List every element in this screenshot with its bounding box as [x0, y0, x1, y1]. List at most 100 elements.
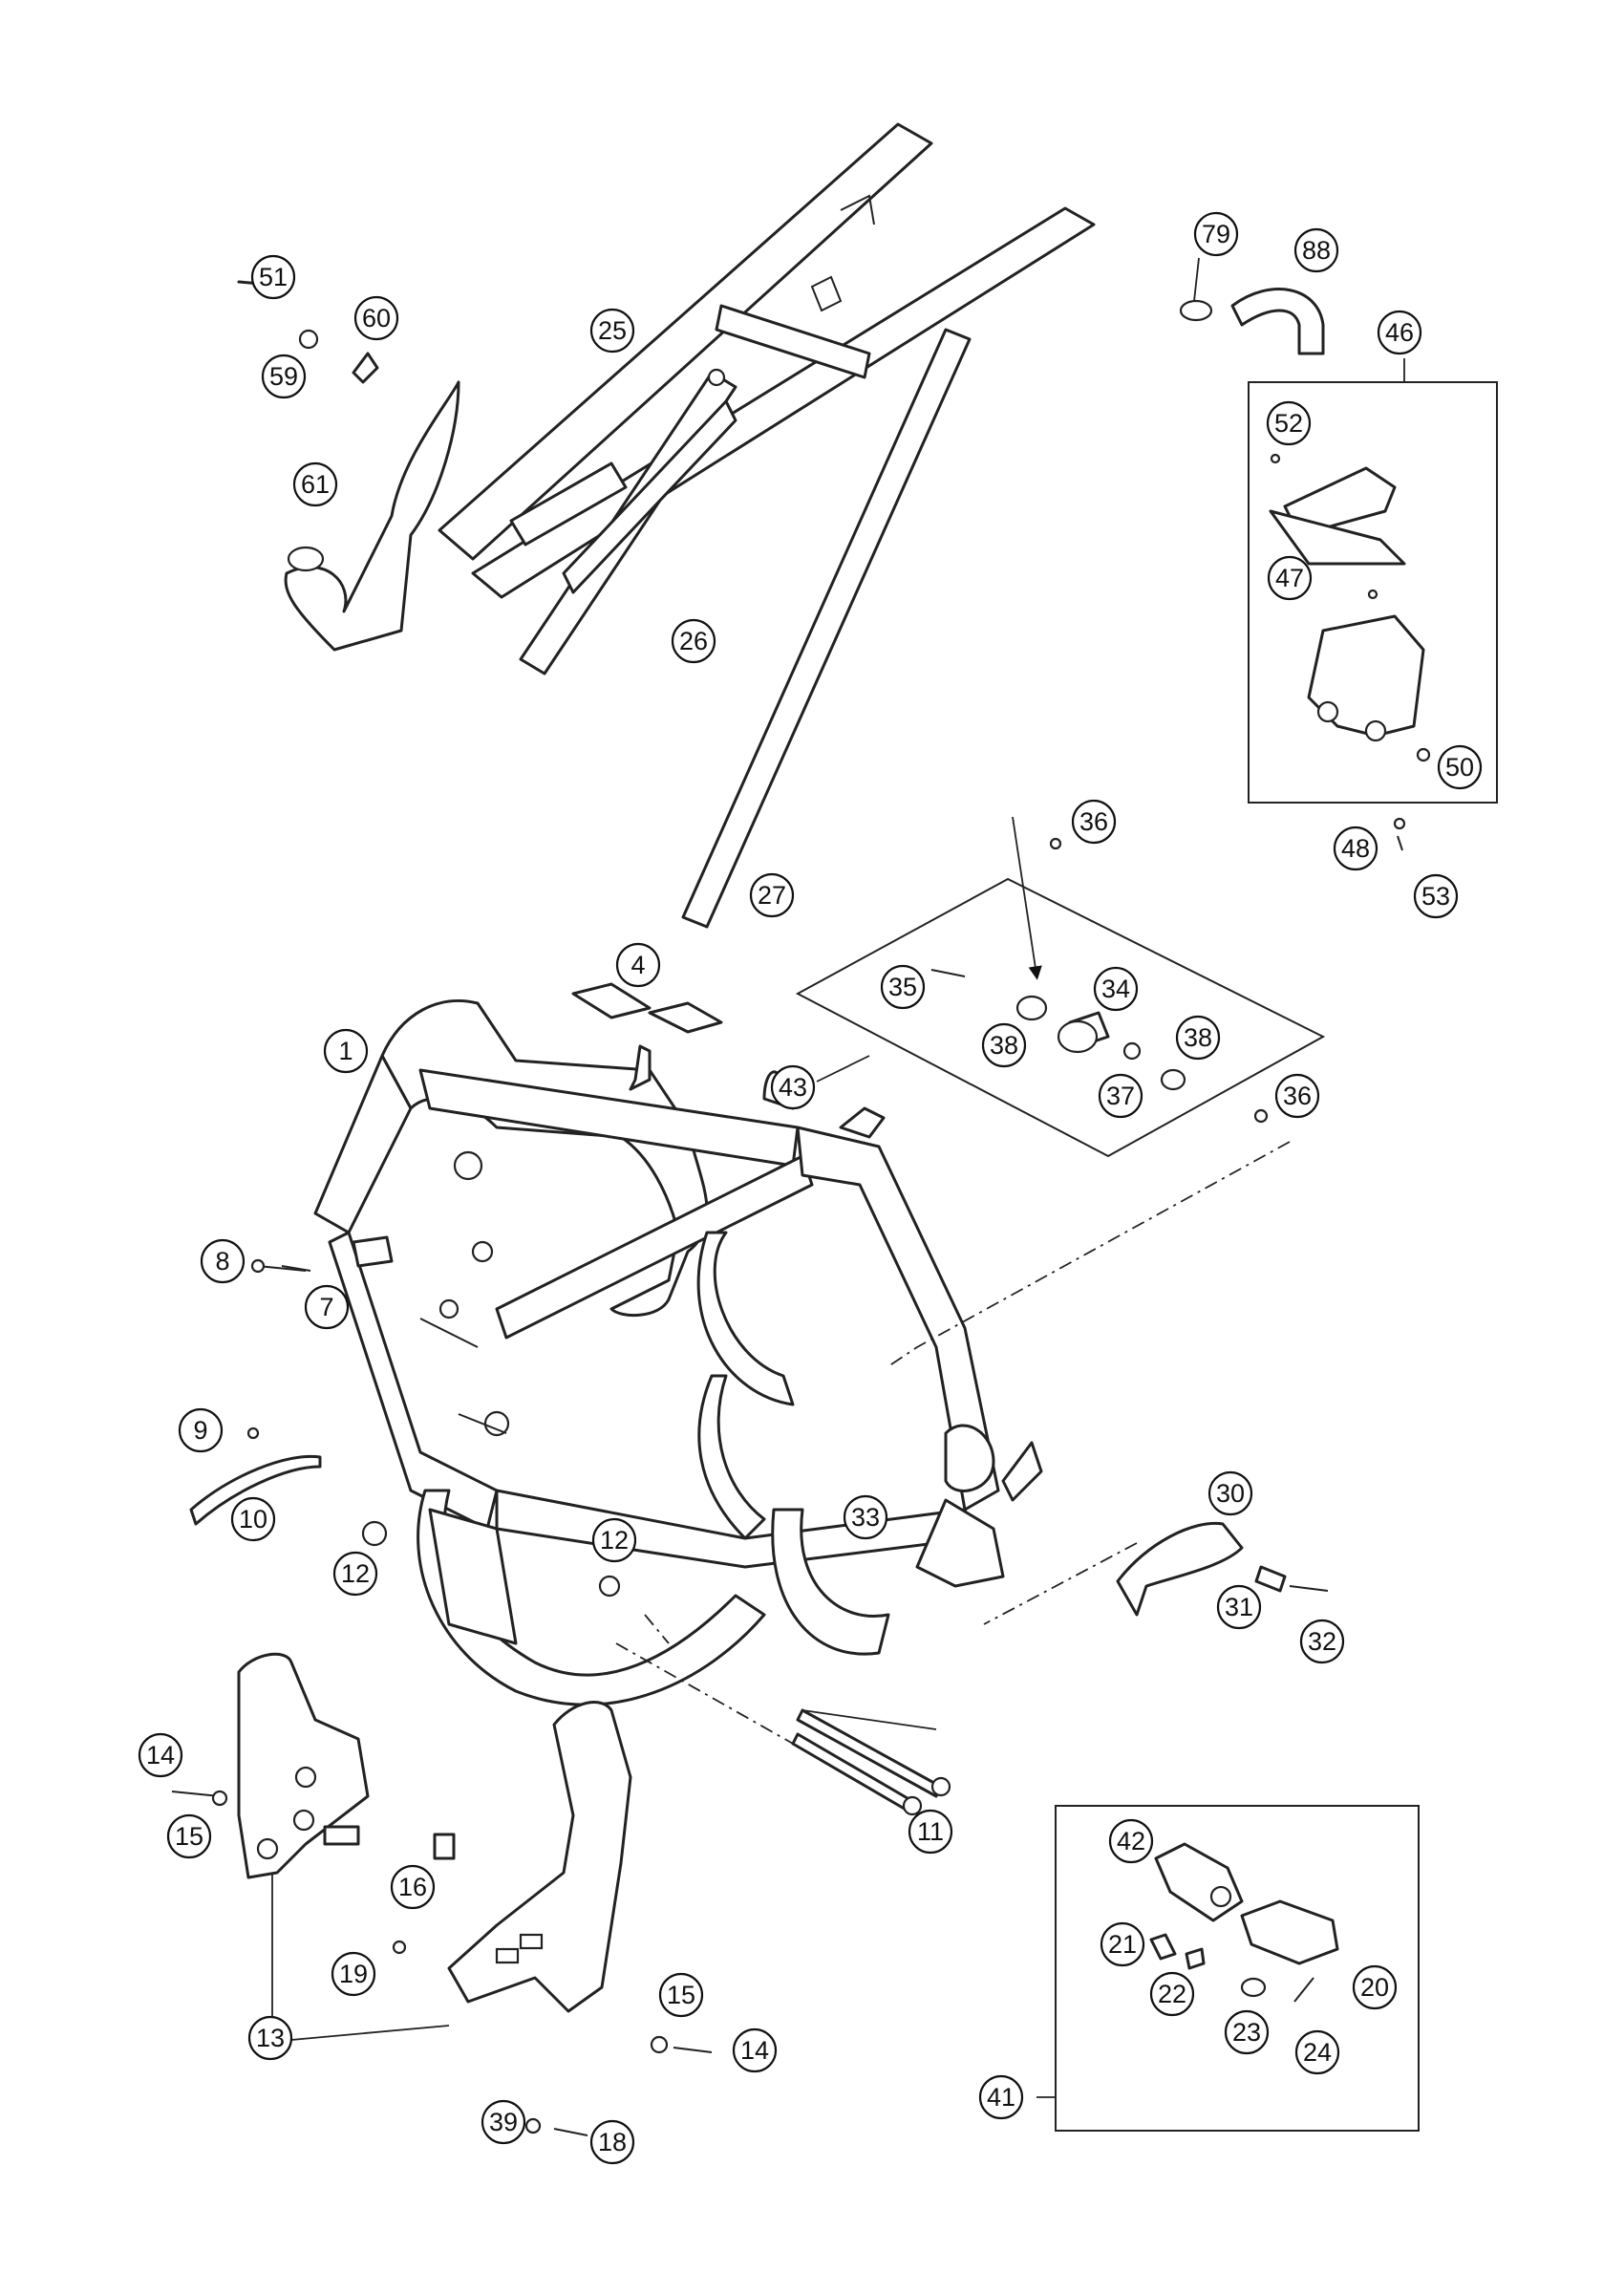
svg-text:88: 88: [1302, 236, 1331, 265]
callout-10: 10: [230, 1496, 276, 1542]
svg-text:27: 27: [758, 881, 786, 910]
svg-text:22: 22: [1158, 1980, 1186, 2008]
callout-4: 4: [615, 942, 661, 988]
callout-31: 31: [1216, 1584, 1262, 1630]
callout-22: 22: [1149, 1971, 1195, 2017]
svg-text:14: 14: [146, 1741, 175, 1770]
callout-14-right: 14: [732, 2027, 778, 2073]
callout-23: 23: [1224, 2009, 1270, 2055]
callout-60: 60: [353, 295, 399, 341]
svg-text:18: 18: [598, 2128, 627, 2156]
callout-79: 79: [1193, 211, 1239, 257]
box-46: [1248, 358, 1498, 851]
callout-53: 53: [1413, 873, 1459, 919]
svg-text:25: 25: [598, 316, 627, 345]
callout-1: 1: [323, 1028, 369, 1074]
callout-46: 46: [1377, 310, 1422, 355]
svg-text:19: 19: [339, 1960, 368, 1988]
callout-15-left: 15: [166, 1813, 212, 1859]
svg-text:43: 43: [779, 1073, 807, 1102]
svg-text:1: 1: [338, 1037, 353, 1065]
svg-text:7: 7: [319, 1293, 333, 1321]
svg-text:42: 42: [1117, 1827, 1145, 1855]
callout-35: 35: [880, 964, 926, 1010]
svg-text:11: 11: [917, 1817, 944, 1846]
svg-text:8: 8: [215, 1247, 229, 1276]
svg-text:26: 26: [679, 627, 708, 655]
callout-30: 30: [1207, 1470, 1253, 1516]
svg-text:24: 24: [1303, 2038, 1332, 2067]
svg-text:13: 13: [256, 2024, 285, 2052]
svg-text:15: 15: [175, 1822, 203, 1851]
vent-hose: [1179, 257, 1325, 355]
svg-text:12: 12: [600, 1526, 629, 1555]
svg-text:4: 4: [630, 951, 645, 979]
callout-11: 11: [908, 1809, 953, 1855]
svg-text:37: 37: [1106, 1082, 1135, 1110]
svg-text:48: 48: [1341, 834, 1370, 863]
engine-bolts: [791, 1708, 951, 1816]
svg-text:38: 38: [1184, 1023, 1212, 1052]
callout-12-left: 12: [332, 1551, 378, 1597]
svg-text:21: 21: [1108, 1930, 1137, 1959]
right-frame-guard: [290, 1701, 713, 2136]
svg-text:39: 39: [489, 2108, 518, 2136]
callout-50: 50: [1437, 744, 1483, 790]
svg-text:23: 23: [1232, 2018, 1261, 2047]
callout-38-right: 38: [1175, 1015, 1221, 1061]
callout-15-right: 15: [658, 1972, 704, 2018]
callout-61: 61: [292, 461, 338, 507]
box-43: [795, 837, 1326, 1158]
callout-13: 13: [247, 2015, 293, 2061]
svg-text:52: 52: [1274, 409, 1303, 438]
callout-12-center: 12: [591, 1517, 637, 1563]
callout-88: 88: [1293, 227, 1339, 273]
callout-8: 8: [200, 1238, 246, 1284]
callout-39: 39: [481, 2099, 526, 2145]
svg-text:34: 34: [1101, 975, 1130, 1003]
callout-24: 24: [1294, 2029, 1340, 2075]
callout-14-left: 14: [138, 1732, 183, 1778]
callout-47: 47: [1267, 555, 1313, 601]
callout-38-left: 38: [981, 1022, 1027, 1068]
plates-4: [571, 982, 723, 1034]
svg-text:38: 38: [990, 1031, 1018, 1060]
main-frame: [313, 998, 1043, 1706]
svg-text:59: 59: [269, 362, 298, 391]
svg-text:61: 61: [301, 470, 330, 499]
left-frame-guard: [171, 1652, 370, 2040]
svg-text:15: 15: [667, 1981, 695, 2009]
callout-43: 43: [770, 1064, 816, 1110]
svg-text:33: 33: [851, 1503, 880, 1532]
callout-9: 9: [178, 1407, 224, 1453]
callout-48: 48: [1333, 826, 1378, 871]
svg-text:41: 41: [987, 2083, 1015, 2112]
svg-text:16: 16: [398, 1873, 427, 1901]
callout-36-right: 36: [1274, 1073, 1320, 1119]
svg-text:51: 51: [259, 263, 288, 291]
rear-bracket: [1116, 1521, 1329, 1617]
svg-text:79: 79: [1202, 220, 1230, 248]
svg-text:36: 36: [1079, 807, 1108, 836]
callout-41: 41: [978, 2074, 1024, 2120]
svg-text:35: 35: [888, 973, 917, 1001]
callout-52: 52: [1266, 400, 1312, 446]
callout-18: 18: [589, 2119, 635, 2165]
svg-text:47: 47: [1275, 564, 1304, 592]
svg-text:36: 36: [1283, 1082, 1312, 1110]
callout-19: 19: [331, 1951, 376, 1997]
svg-text:14: 14: [740, 2036, 769, 2065]
callout-37: 37: [1098, 1073, 1143, 1119]
callout-59: 59: [261, 354, 307, 399]
callout-51: 51: [250, 254, 296, 300]
callout-25: 25: [589, 308, 635, 354]
callout-26: 26: [671, 618, 716, 664]
svg-text:50: 50: [1445, 753, 1474, 782]
callout-36-top: 36: [1071, 799, 1117, 845]
svg-text:53: 53: [1421, 882, 1450, 911]
callout-32: 32: [1299, 1619, 1345, 1664]
svg-text:12: 12: [341, 1559, 370, 1588]
svg-text:30: 30: [1216, 1479, 1245, 1508]
callout-33: 33: [843, 1494, 888, 1540]
